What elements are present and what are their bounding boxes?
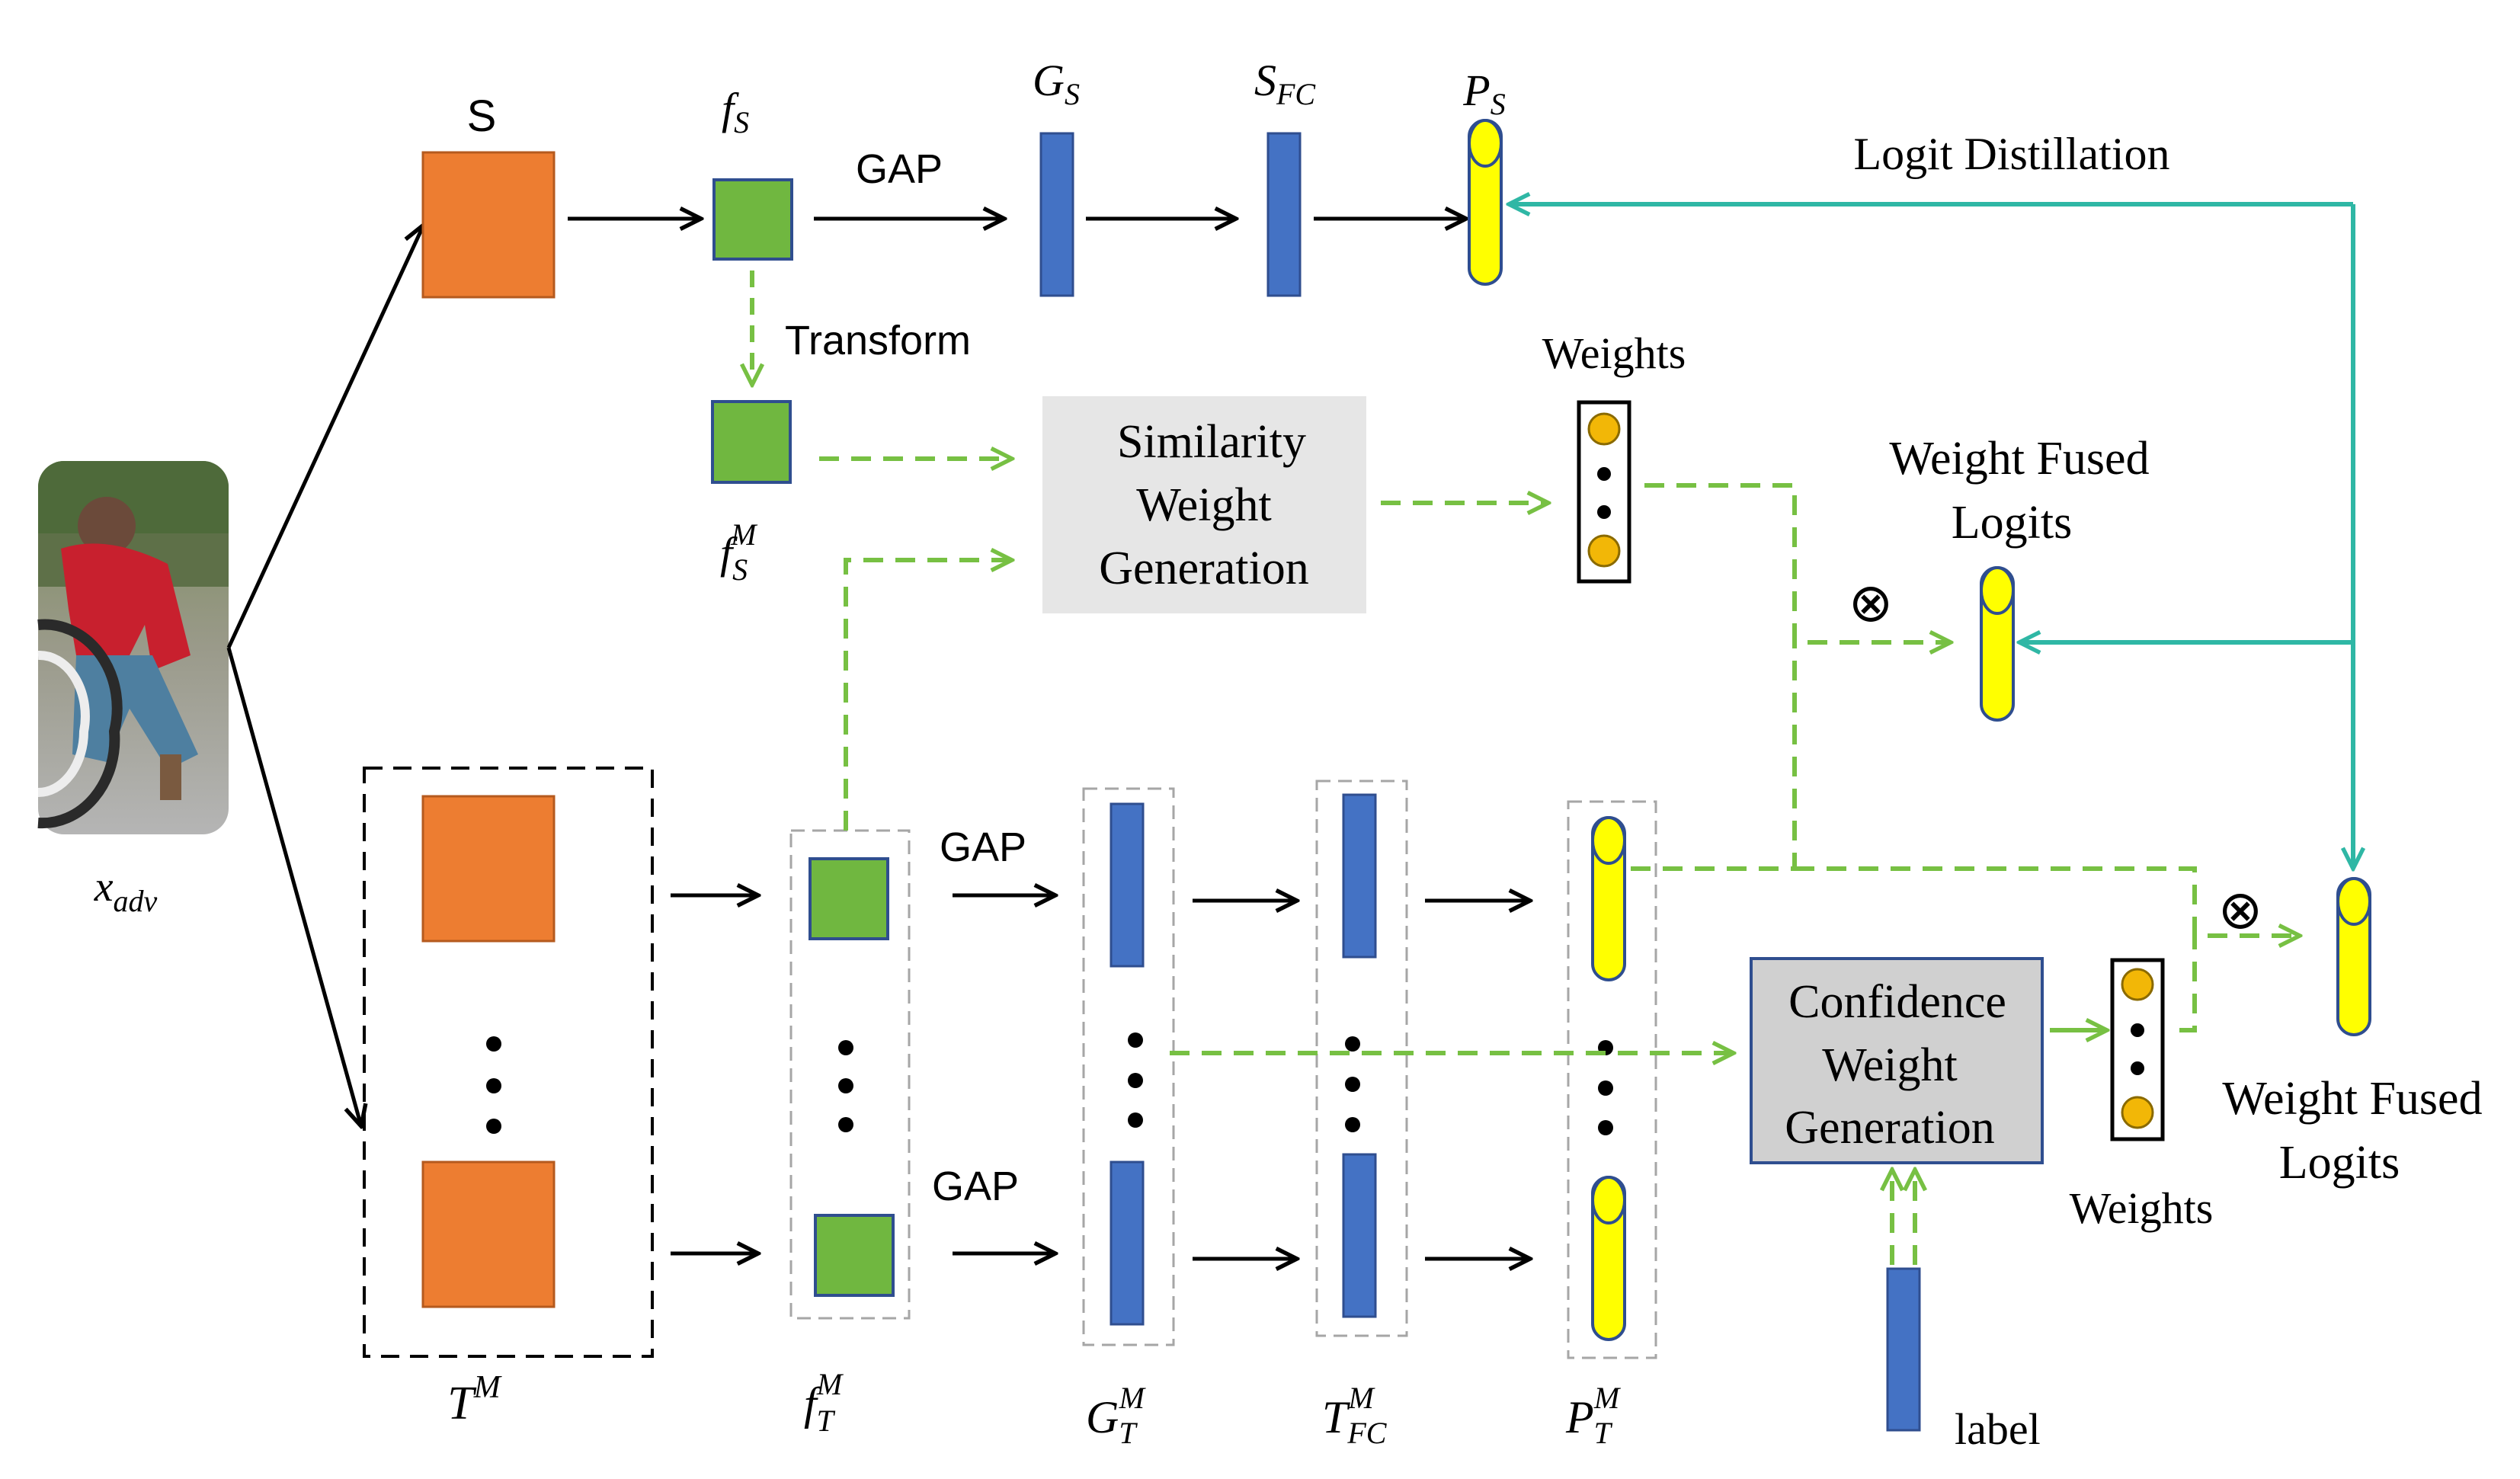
label-vector [1886,1267,1921,1432]
teacher-model-block-1 [421,795,556,943]
student-masked-feature-block [711,400,792,484]
teacher-gap-label: GTM [1086,1381,1147,1450]
teacher-gap-dot [1128,1073,1143,1088]
teacher-feature-block-n [814,1214,895,1297]
teacher-fc-dot [1345,1036,1360,1052]
fused-top-line2: Logits [1952,497,2072,549]
student-model-block [421,151,556,299]
fused-top-line1: Weight Fused [1889,433,2149,485]
gap-label-student: GAP [856,146,943,192]
teacher-feature-dot [838,1117,853,1132]
teacher-ellipsis-dot [486,1119,501,1134]
weights-bottom-vector [2110,958,2165,1141]
student-feature-label: fS [722,84,749,139]
teacher-feature-group [789,829,911,1320]
student-gap-label: GS [1033,56,1080,111]
weights-top-vector [1577,400,1631,584]
teacher-models-group [363,767,654,1358]
teacher-ellipsis-dot [486,1078,501,1093]
similarity-box-line1: Similarity [1117,416,1306,468]
gap-label-teacher-top: GAP [940,824,1026,870]
teacher-gap-vector-n [1110,1160,1145,1326]
student-fc-vector [1266,132,1302,297]
teacher-logit-capsule-1 [1591,816,1626,981]
input-label: xadv [94,863,158,918]
teacher-gap-dot [1128,1032,1143,1048]
teacher-fc-group [1315,780,1408,1337]
confidence-weight-generation-box [1750,957,2044,1164]
dashed-ptm-to-fused-top [1631,642,1797,871]
student-logit-capsule [1468,119,1503,286]
teacher-model-block-n [421,1160,556,1308]
student-logit-label: PS [1462,66,1505,121]
dashed-weights-to-fused-bottom [2179,936,2197,1032]
teacher-logit-dot [1598,1120,1613,1135]
otimes-top: ⊗ [1849,575,1894,633]
student-fc-label: SFC [1254,56,1316,111]
fused-bottom-line1: Weight Fused [2222,1073,2482,1125]
teacher-gap-group [1082,787,1175,1346]
teacher-feature-dot [838,1040,853,1055]
student-model-label: S [467,91,497,141]
teacher-fc-dot [1345,1117,1360,1132]
teacher-fc-vector-1 [1342,793,1377,959]
student-gap-vector [1039,132,1074,297]
similarity-weight-generation-box [1042,396,1366,613]
teacher-logit-group [1567,800,1657,1359]
label-text: label [1955,1404,2041,1454]
student-masked-feature-label: fSM [720,517,758,587]
teacher-gap-vector-1 [1110,802,1145,968]
teacher-feature-dot [838,1078,853,1093]
confidence-box-line3: Generation [1785,1102,1994,1154]
teacher-fc-label: TFCM [1322,1381,1388,1450]
teacher-logit-capsule-n [1591,1176,1626,1341]
dashed-ftm-to-similarity [844,560,1012,831]
weights-top-label: Weights [1542,328,1686,378]
gap-label-teacher-bottom: GAP [932,1164,1019,1209]
teacher-logit-label: PTM [1565,1381,1622,1450]
dashed-weights-to-fused-top [1644,483,1951,642]
weights-bottom-label: Weights [2070,1183,2214,1233]
dashed-ptm-to-fused-bottom [1795,866,2300,936]
student-feature-block [712,178,793,261]
similarity-box-line2: Weight [1136,479,1272,531]
teacher-feature-label: fTM [804,1367,844,1438]
fused-top-capsule [1980,566,2015,722]
teacher-fc-vector-n [1342,1153,1377,1318]
confidence-box-line2: Weight [1822,1039,1958,1091]
teacher-logit-dot [1598,1080,1613,1096]
fused-bottom-capsule [2336,877,2371,1036]
arrow-input-to-teachers [226,647,361,1126]
similarity-box-line3: Generation [1099,543,1308,594]
teacher-feature-block-1 [809,857,889,940]
arrow-input-to-student [226,225,424,649]
teacher-fc-dot [1345,1077,1360,1092]
teacher-gap-dot [1128,1112,1143,1128]
teacher-ellipsis-dot [486,1036,501,1052]
fused-bottom-line2: Logits [2279,1137,2400,1189]
logit-distillation-label: Logit Distillation [1854,129,2170,179]
transform-label: Transform [785,318,971,363]
input-image [37,461,229,834]
teacher-models-label: TM [447,1370,501,1429]
otimes-bottom: ⊗ [2218,882,2263,940]
confidence-box-line1: Confidence [1788,976,2006,1028]
